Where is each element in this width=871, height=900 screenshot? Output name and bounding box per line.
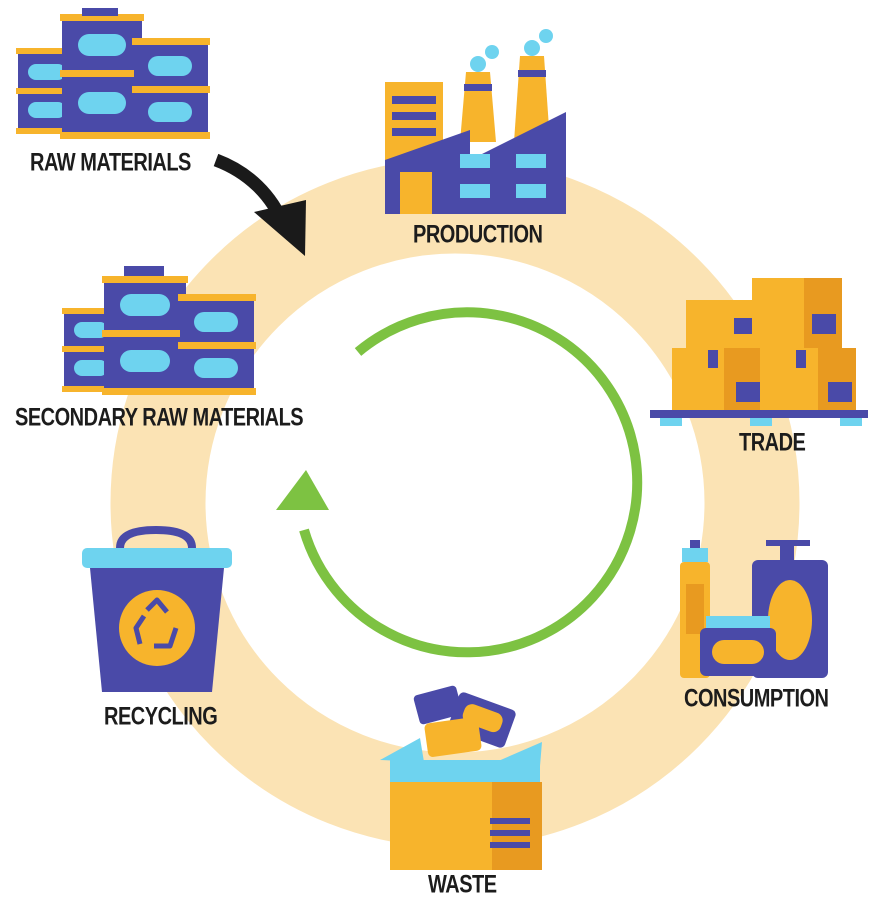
label-waste: WASTE [428,871,497,899]
green-cycle-arrow-icon [276,307,643,658]
barrels-icon [62,266,256,395]
label-recycling: RECYCLING [104,703,218,731]
products-icon [680,540,828,678]
label-secondary-raw-materials: SECONDARY RAW MATERIALS [15,404,304,432]
barrels-icon [16,8,210,139]
boxes-pallet-icon [650,278,868,426]
recycling-bin-icon [82,525,232,692]
label-trade: TRADE [739,429,806,457]
label-production: PRODUCTION [413,221,543,249]
recycle-symbol-icon [133,597,179,649]
label-raw-materials: RAW MATERIALS [30,149,191,177]
factory-icon [385,29,566,214]
raw-to-production-arrow-icon [213,153,306,256]
waste-box-icon [380,685,542,870]
label-consumption: CONSUMPTION [684,685,829,713]
